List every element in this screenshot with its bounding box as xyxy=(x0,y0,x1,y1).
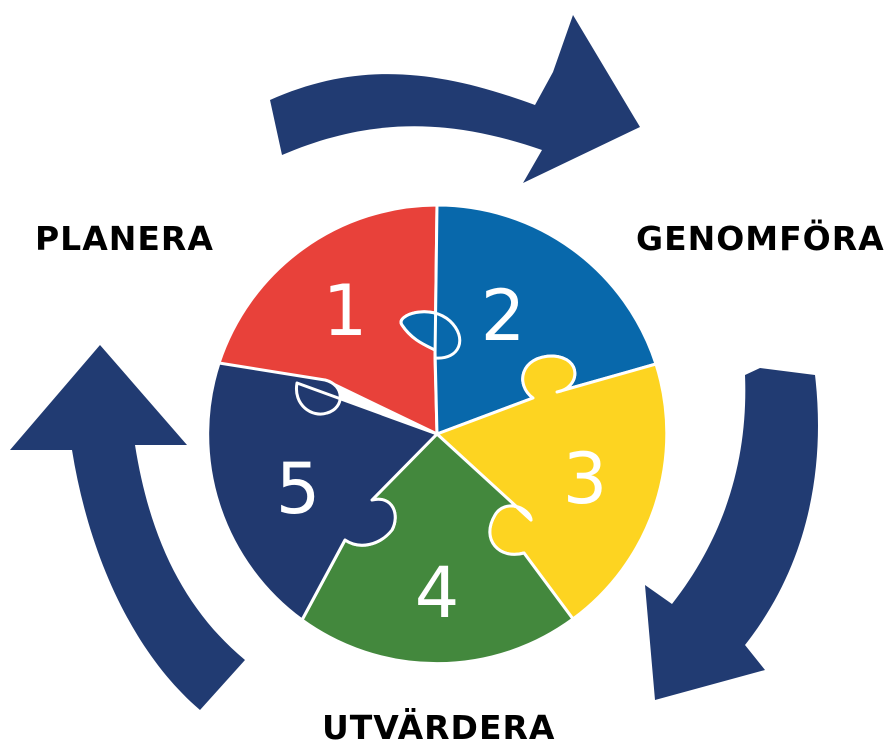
piece-number-5: 5 xyxy=(276,448,321,530)
phase-label-execute: GENOMFÖRA xyxy=(636,219,885,258)
puzzle-circle xyxy=(206,203,669,666)
arrow-left xyxy=(10,345,245,710)
puzzle-piece-5 xyxy=(206,361,439,622)
arrow-top xyxy=(270,15,640,183)
arrow-right xyxy=(645,368,818,700)
phase-label-plan: PLANERA xyxy=(35,219,214,258)
piece-number-3: 3 xyxy=(563,438,608,520)
piece-number-2: 2 xyxy=(481,275,526,357)
piece-number-4: 4 xyxy=(415,552,460,634)
piece-number-1: 1 xyxy=(323,270,368,352)
phase-label-evaluate: UTVÄRDERA xyxy=(322,708,556,747)
